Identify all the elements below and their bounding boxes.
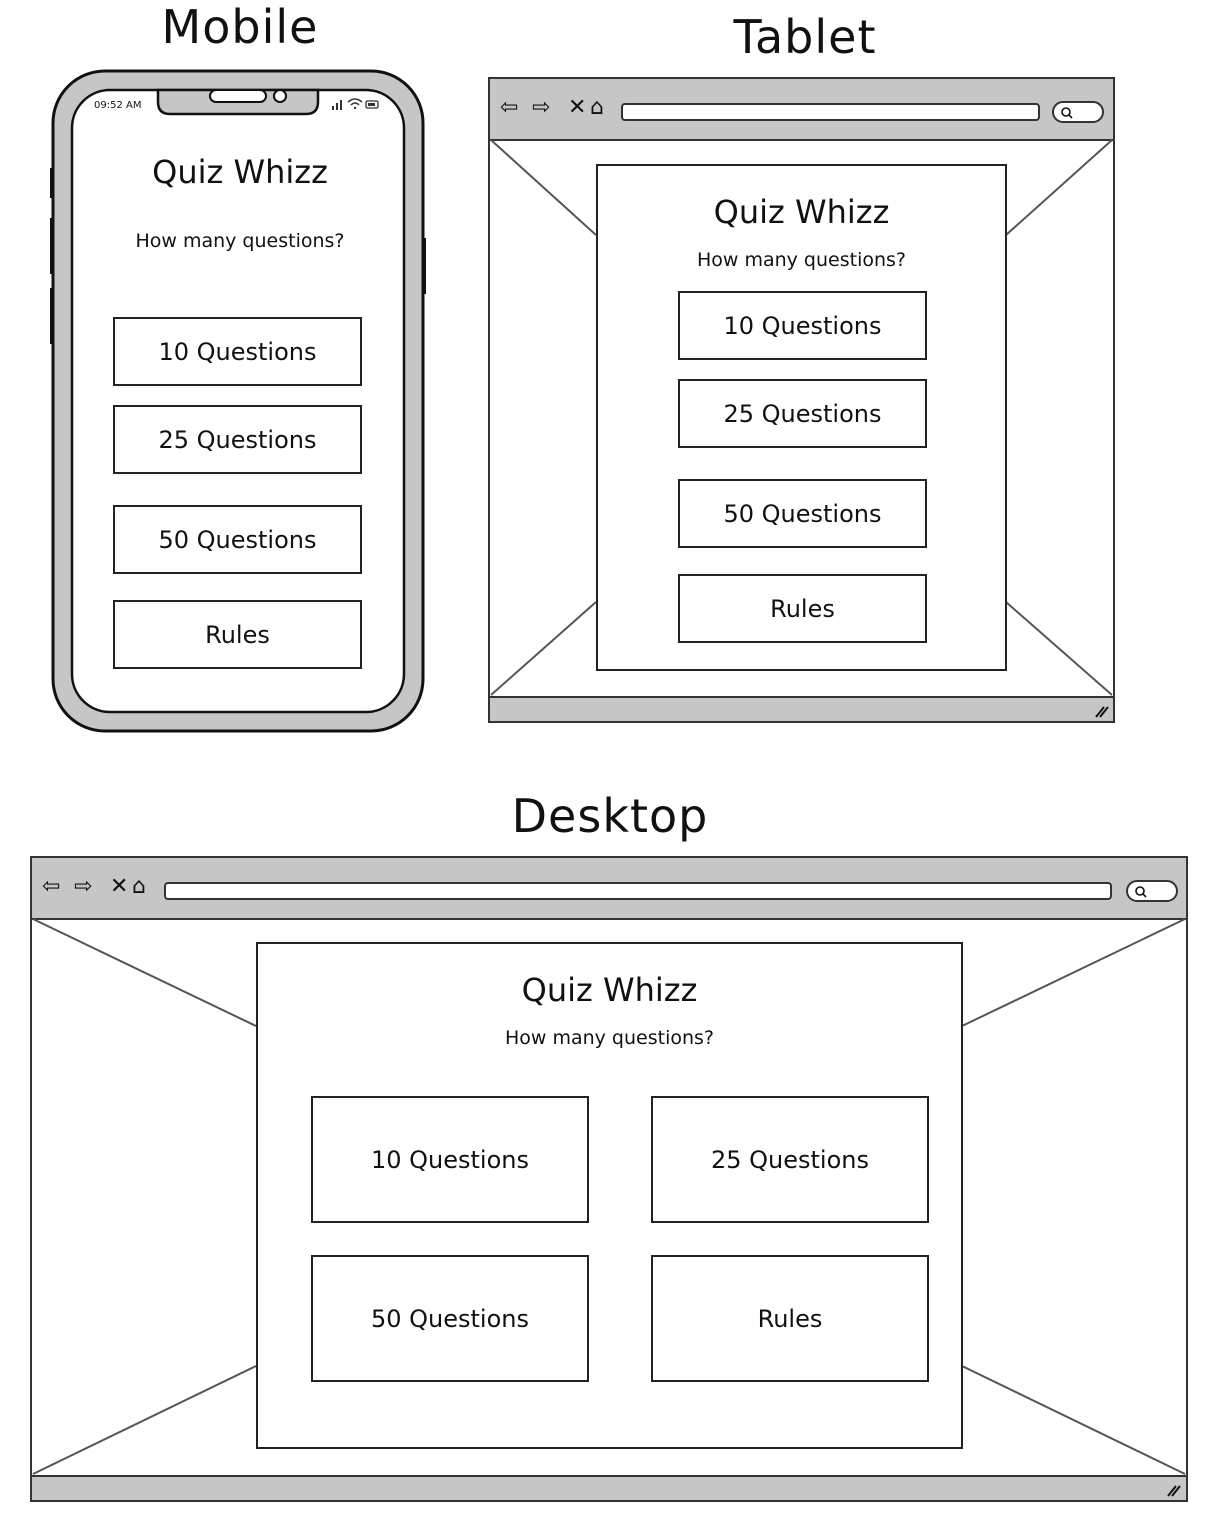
mobile-heading: Mobile — [161, 0, 319, 54]
tablet-browser: ⇦ ⇨ ✕ ⌂ Quiz Whizz How many questions? 1… — [488, 77, 1115, 723]
search-icon — [1135, 886, 1147, 898]
twenty-five-questions-button[interactable]: 25 Questions — [678, 379, 927, 448]
twenty-five-questions-button[interactable]: 25 Questions — [113, 405, 362, 474]
close-icon[interactable]: ✕ — [568, 95, 587, 120]
forward-arrow-icon[interactable]: ⇨ — [532, 95, 551, 120]
resize-grip-icon[interactable] — [1095, 706, 1109, 718]
rules-button[interactable]: Rules — [678, 574, 927, 643]
home-icon[interactable]: ⌂ — [590, 95, 604, 120]
search-icon — [1061, 107, 1073, 119]
twenty-five-questions-button[interactable]: 25 Questions — [651, 1096, 929, 1223]
rules-button[interactable]: Rules — [113, 600, 362, 669]
fifty-questions-button[interactable]: 50 Questions — [311, 1255, 589, 1382]
app-title: Quiz Whizz — [152, 153, 328, 191]
desktop-browser: ⇦ ⇨ ✕ ⌂ Quiz Whizz How many questions? 1… — [30, 856, 1188, 1502]
forward-arrow-icon[interactable]: ⇨ — [74, 874, 93, 899]
signal-icon — [332, 100, 342, 110]
ten-questions-button[interactable]: 10 Questions — [678, 291, 927, 360]
content-panel: Quiz Whizz How many questions? 10 Questi… — [596, 164, 1007, 671]
fifty-questions-button[interactable]: 50 Questions — [113, 505, 362, 574]
back-arrow-icon[interactable]: ⇦ — [500, 95, 519, 120]
home-icon[interactable]: ⌂ — [132, 874, 146, 899]
question-text: How many questions? — [504, 1027, 715, 1049]
content-panel: Quiz Whizz How many questions? 10 Questi… — [256, 942, 963, 1449]
resize-grip-icon[interactable] — [1167, 1485, 1181, 1497]
ten-questions-button[interactable]: 10 Questions — [311, 1096, 589, 1223]
app-title: Quiz Whizz — [521, 971, 698, 1009]
tablet-heading: Tablet — [733, 10, 877, 64]
url-bar[interactable] — [621, 103, 1040, 121]
ten-questions-button[interactable]: 10 Questions — [113, 317, 362, 386]
question-text: How many questions? — [696, 249, 907, 271]
search-button[interactable] — [1126, 880, 1178, 902]
rules-button[interactable]: Rules — [651, 1255, 929, 1382]
mobile-device: 09:52 AM Quiz Whizz How many questions? … — [50, 68, 426, 734]
app-title: Quiz Whizz — [713, 193, 890, 231]
status-time: 09:52 AM — [94, 100, 142, 111]
back-arrow-icon[interactable]: ⇦ — [42, 874, 61, 899]
url-bar[interactable] — [164, 882, 1112, 900]
close-icon[interactable]: ✕ — [110, 874, 129, 899]
wifi-icon — [347, 98, 363, 110]
fifty-questions-button[interactable]: 50 Questions — [678, 479, 927, 548]
question-text: How many questions? — [135, 230, 345, 252]
search-button[interactable] — [1052, 101, 1104, 123]
battery-icon — [365, 100, 379, 109]
desktop-heading: Desktop — [511, 789, 709, 843]
